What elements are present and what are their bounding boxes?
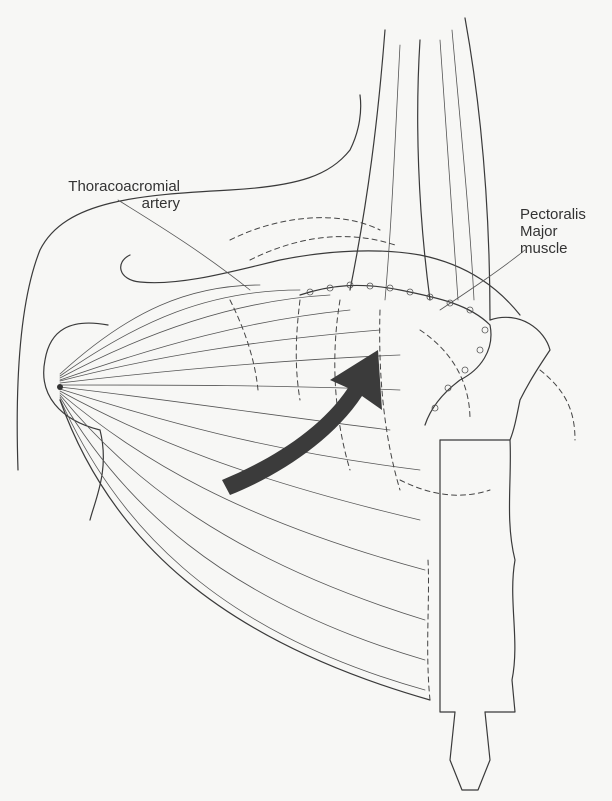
arm-fiber-1 — [385, 45, 400, 300]
rotation-arrow — [222, 350, 382, 495]
breast-outline — [44, 323, 108, 520]
rib-right-upper — [490, 317, 550, 440]
nipple-point — [57, 384, 63, 390]
lower-chest-outline — [60, 400, 430, 700]
sternum-outline — [440, 440, 515, 712]
label-pectoralis-major-muscle: Pectoralis Major muscle — [520, 206, 610, 257]
arm-outline-right — [465, 18, 490, 320]
sternum-left-edge — [440, 440, 455, 712]
arm-inner-line — [418, 40, 430, 300]
label-thoracoacromial-artery: Thoracoacromial artery — [30, 178, 180, 212]
xiphoid-process — [450, 712, 490, 790]
suture-marks — [307, 282, 488, 411]
leader-thoracoacromial — [118, 200, 250, 290]
shoulder-contour — [17, 95, 360, 470]
